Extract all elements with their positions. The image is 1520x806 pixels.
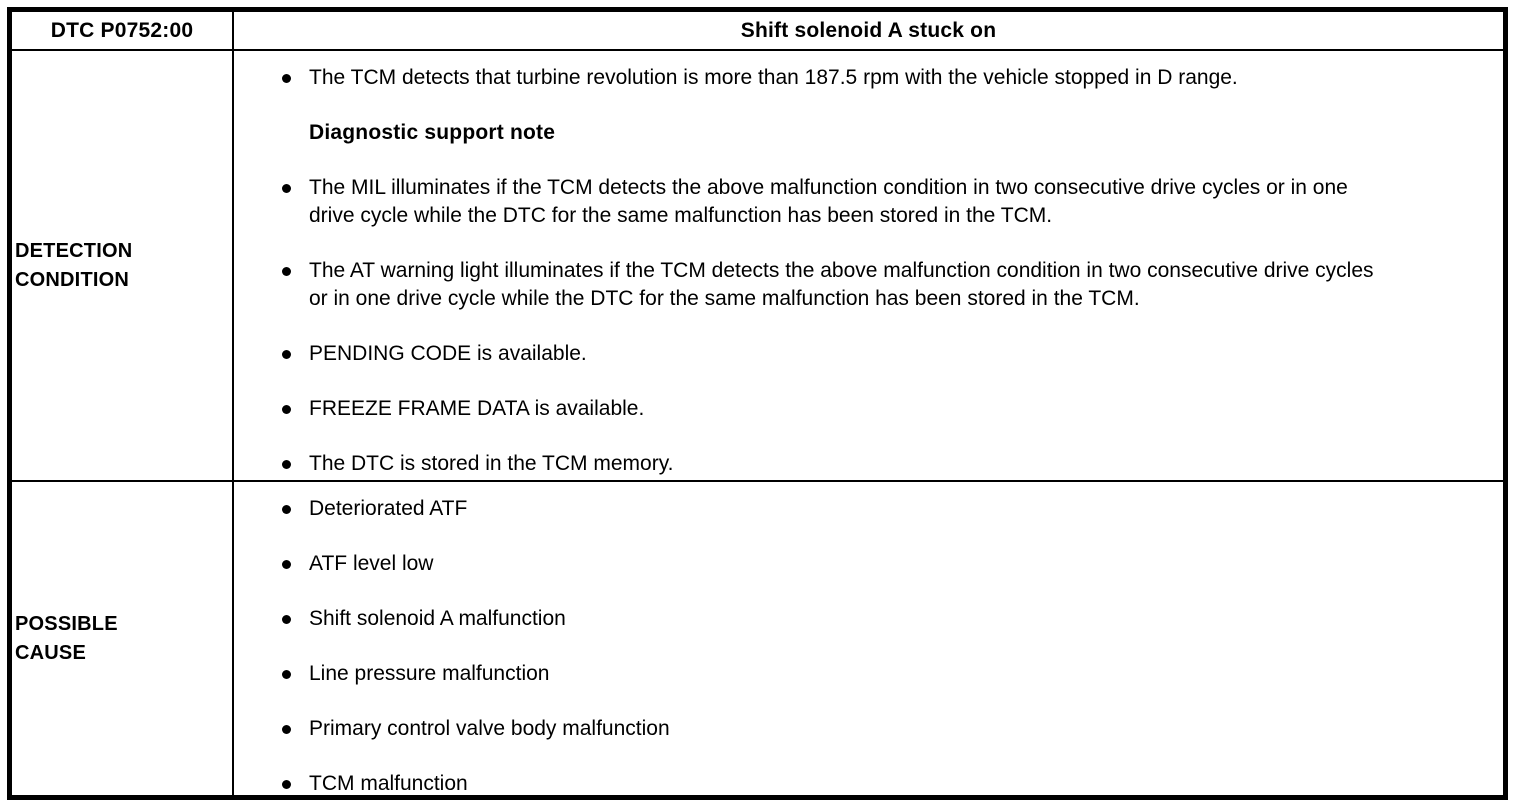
note-heading-text: Diagnostic support note (309, 121, 556, 144)
detection-condition-label: DETECTION CONDITION (15, 239, 133, 291)
bullet-item: Line pressure malfunction (234, 660, 1493, 688)
bullet-dot-icon (282, 780, 291, 789)
bullet-dot-icon (282, 725, 291, 734)
possible-cause-label: POSSIBLE CAUSE (15, 612, 118, 664)
bullet-text: Shift solenoid A malfunction (309, 607, 566, 630)
bullet-item: Primary control valve body malfunction (234, 715, 1493, 743)
bullet-dot-icon (282, 405, 291, 414)
bullet-item: The DTC is stored in the TCM memory. (234, 450, 1493, 478)
bullet-text: The TCM detects that turbine revolution … (309, 66, 1238, 89)
bullet-dot-icon (282, 74, 291, 83)
dtc-table: DTC P0752:00 Shift solenoid A stuck on D… (7, 7, 1508, 800)
bullet-dot-icon (282, 505, 291, 514)
bullet-dot-icon (282, 350, 291, 359)
bullet-text: The MIL illuminates if the TCM detects t… (309, 176, 1348, 227)
bullet-item: The MIL illuminates if the TCM detects t… (234, 174, 1493, 230)
bullet-item: The AT warning light illuminates if the … (234, 257, 1493, 313)
bullet-dot-icon (282, 184, 291, 193)
bullet-item: TCM malfunction (234, 770, 1493, 795)
detection-condition-label-cell: DETECTION CONDITION (12, 51, 234, 482)
bullet-item: FREEZE FRAME DATA is available. (234, 395, 1493, 423)
dtc-code-header-cell: DTC P0752:00 (12, 12, 234, 51)
detection-condition-content-cell: The TCM detects that turbine revolution … (234, 51, 1503, 482)
bullet-item: The TCM detects that turbine revolution … (234, 64, 1493, 92)
bullet-text: The AT warning light illuminates if the … (309, 259, 1374, 310)
possible-cause-label-cell: POSSIBLE CAUSE (12, 482, 234, 795)
bullet-dot-icon (282, 670, 291, 679)
bullet-dot-icon (282, 560, 291, 569)
bullet-dot-icon (282, 460, 291, 469)
bullet-text: FREEZE FRAME DATA is available. (309, 397, 645, 420)
bullet-text: ATF level low (309, 552, 434, 575)
bullet-dot-icon (282, 267, 291, 276)
bullet-item: Deteriorated ATF (234, 495, 1493, 523)
bullet-item: Shift solenoid A malfunction (234, 605, 1493, 633)
bullet-text: Deteriorated ATF (309, 497, 468, 520)
bullet-text: TCM malfunction (309, 772, 468, 795)
dtc-title-header-cell: Shift solenoid A stuck on (234, 12, 1503, 51)
bullet-text: Line pressure malfunction (309, 662, 550, 685)
bullet-item: PENDING CODE is available. (234, 340, 1493, 368)
bullet-text: PENDING CODE is available. (309, 342, 587, 365)
bullet-text: The DTC is stored in the TCM memory. (309, 452, 674, 475)
bullet-dot-icon (282, 615, 291, 624)
bullet-item: ATF level low (234, 550, 1493, 578)
note-heading: Diagnostic support note (234, 119, 1493, 147)
bullet-text: Primary control valve body malfunction (309, 717, 670, 740)
